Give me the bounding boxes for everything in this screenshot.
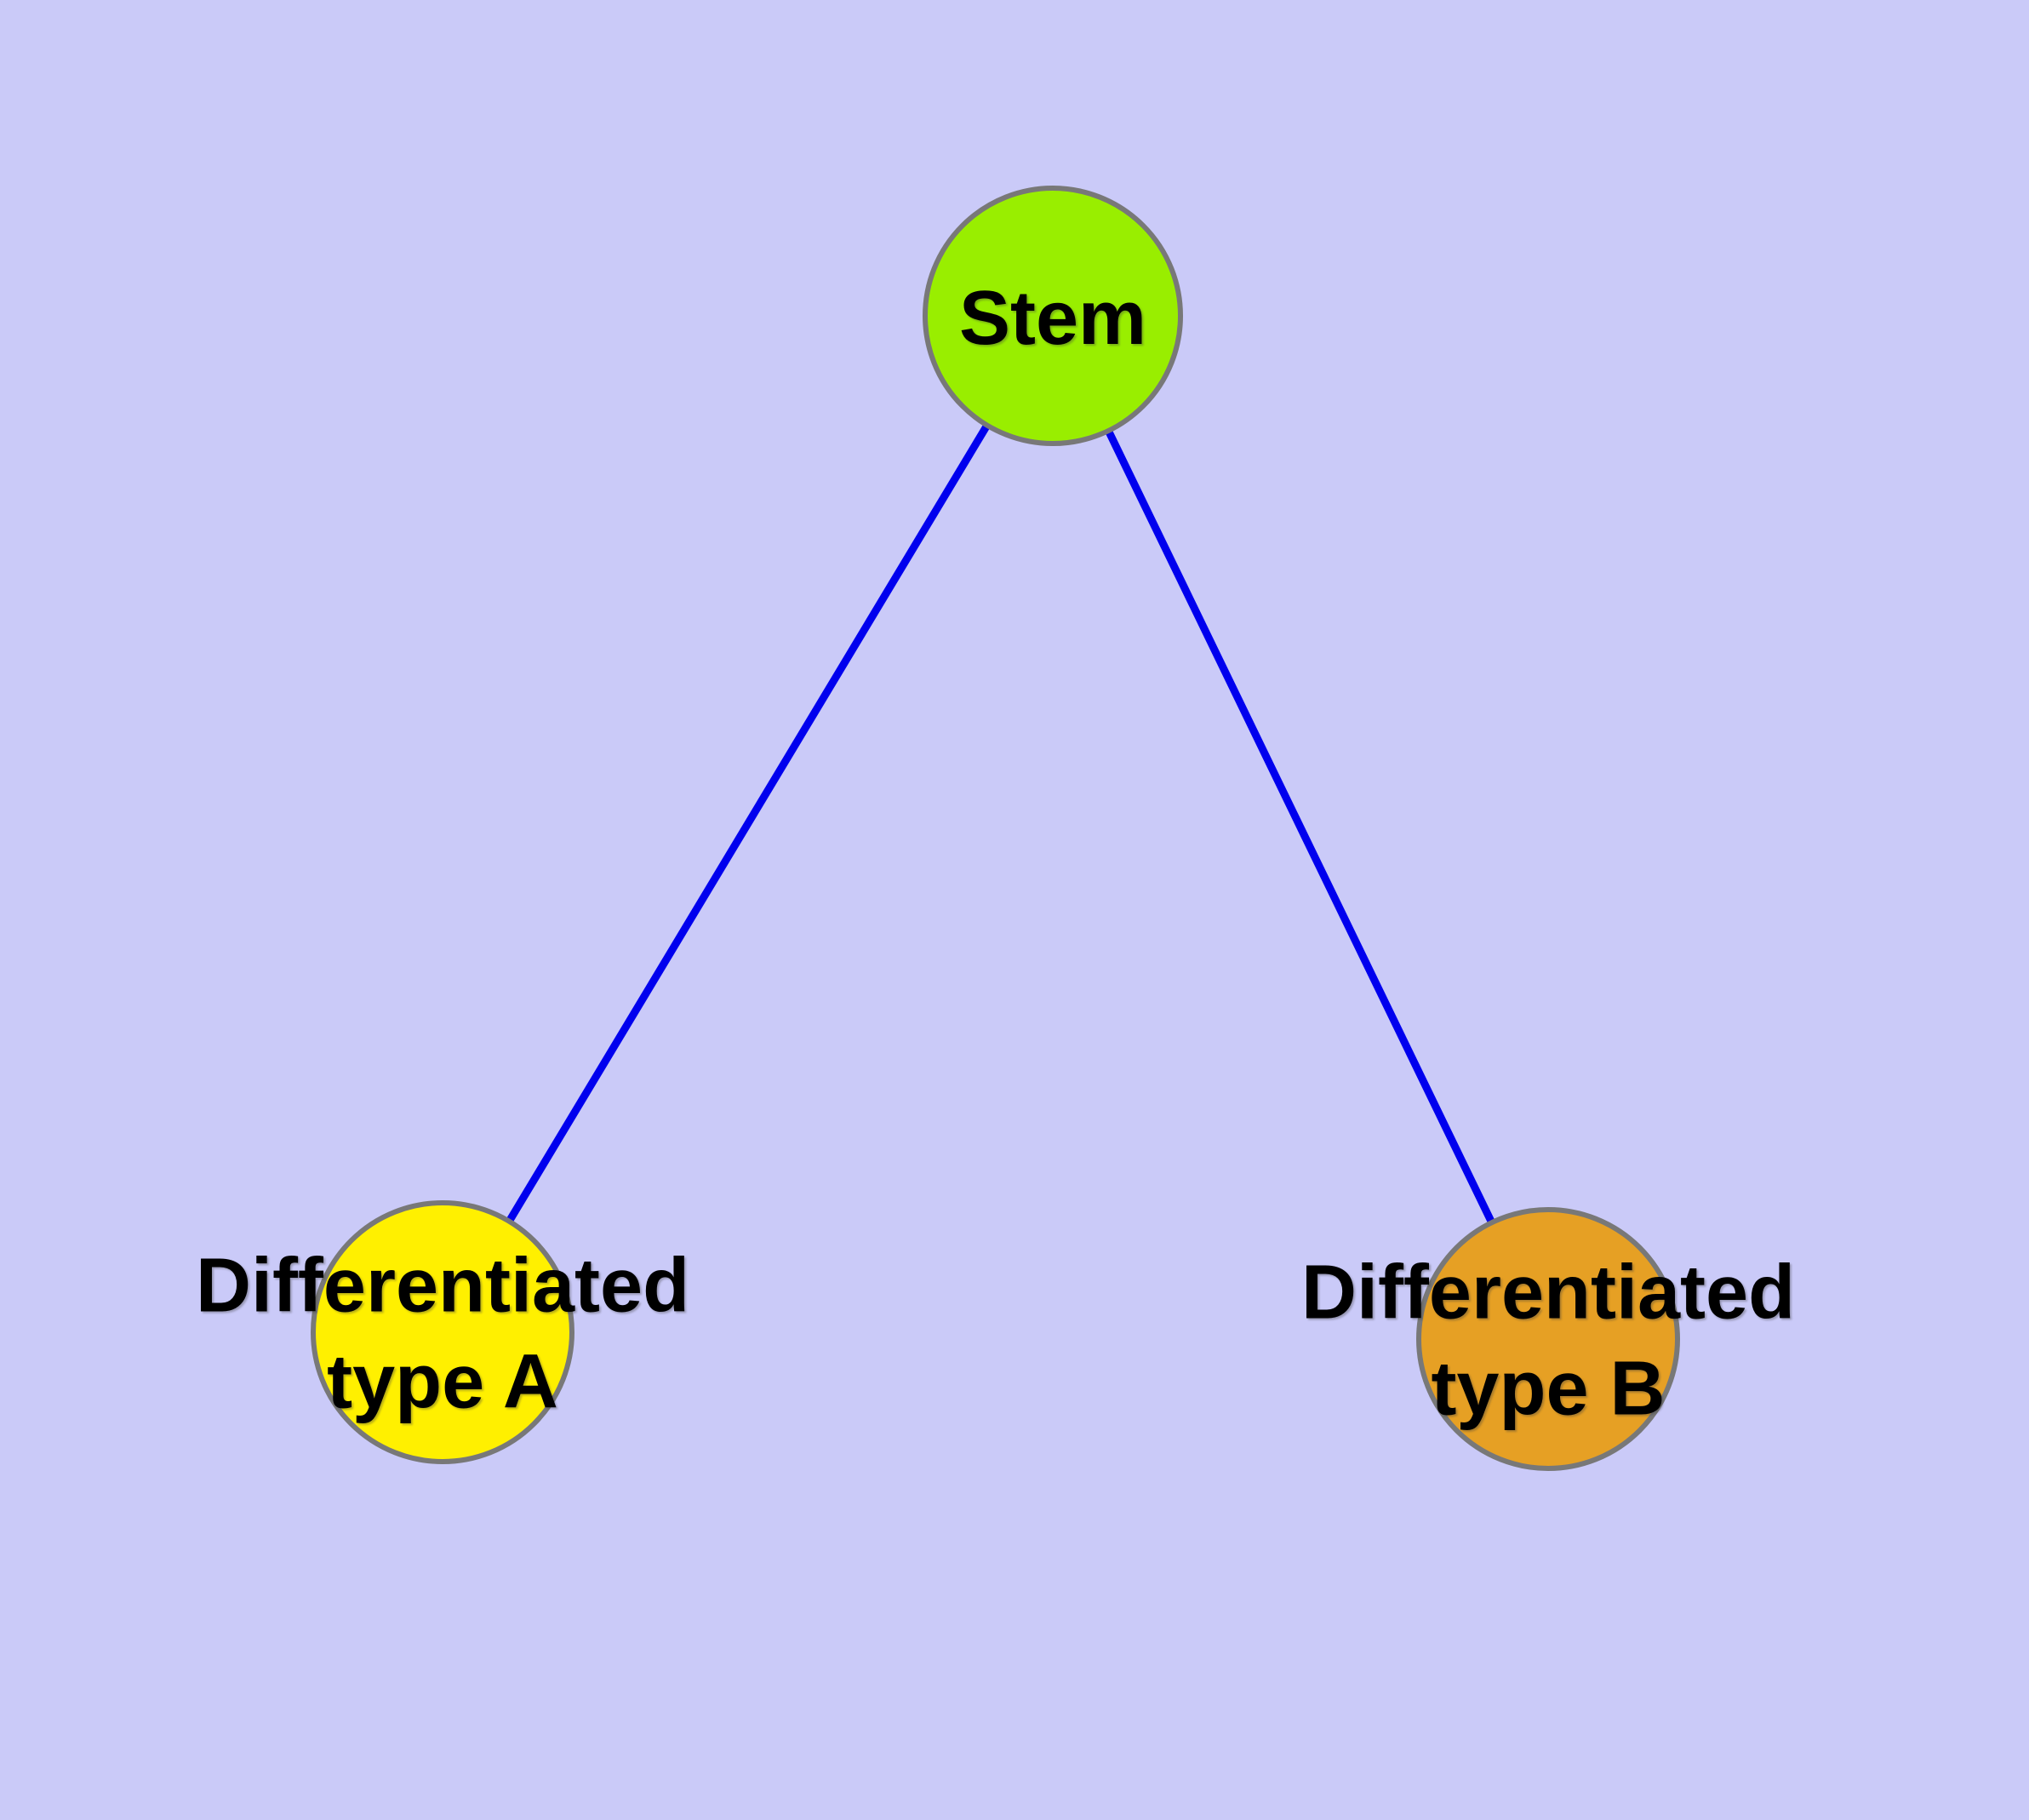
node-label-stem: Stem	[958, 275, 1147, 361]
node-label-differentiated-type-b: Differentiated type B	[1300, 1250, 1796, 1432]
edge-stem-to-type-b	[1049, 314, 1552, 1341]
edge-stem-to-type-a	[439, 313, 1056, 1335]
node-circle-differentiated-type-b	[1416, 1207, 1680, 1471]
node-label-differentiated-type-a: Differentiated type A	[195, 1243, 690, 1425]
node-circle-differentiated-type-a	[311, 1200, 574, 1464]
node-circle-stem	[923, 186, 1183, 446]
